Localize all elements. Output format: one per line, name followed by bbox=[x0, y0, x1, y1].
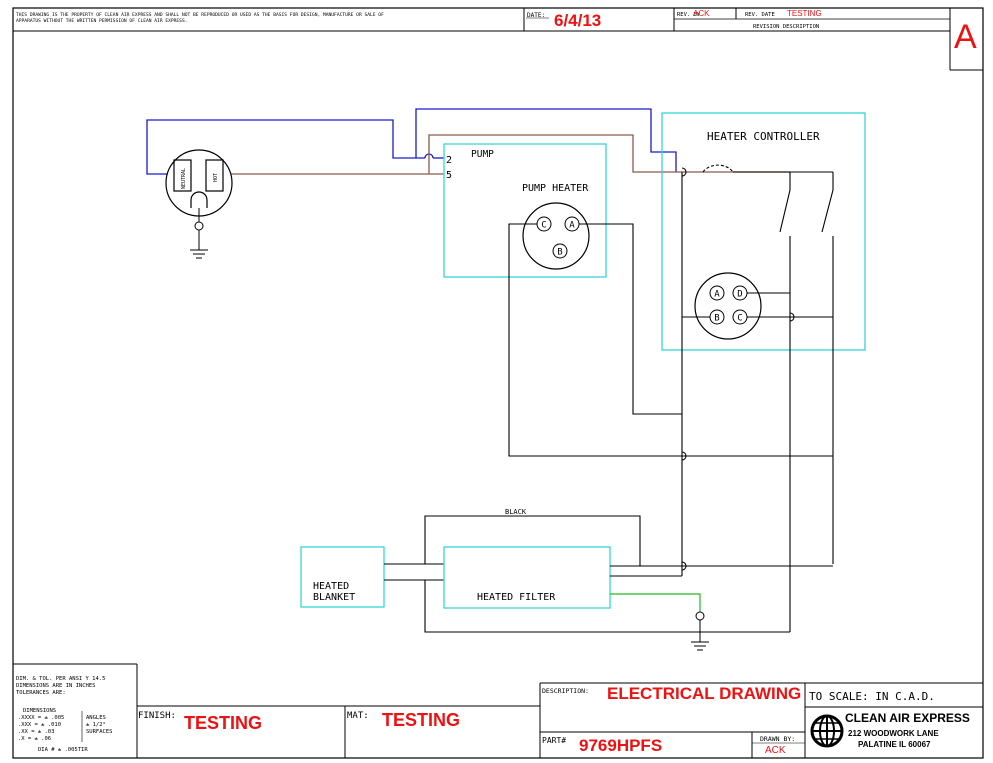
controller-switch-1 bbox=[779, 189, 791, 233]
date-label: DATE: bbox=[527, 12, 545, 19]
green-ground-wire bbox=[610, 593, 701, 612]
finish-label: FINISH: bbox=[138, 711, 176, 721]
pump-heater-wire-c bbox=[508, 223, 833, 457]
mat-label: MAT: bbox=[347, 711, 369, 721]
outlet-ground-symbol bbox=[190, 230, 208, 259]
finish-value: TESTING bbox=[184, 713, 262, 733]
heated-filter-box bbox=[443, 546, 611, 609]
company-address-line1: 212 WOODWORK LANE bbox=[848, 729, 939, 738]
pump-terminal-2: 2 bbox=[446, 155, 452, 166]
controller-connector: A D B C bbox=[694, 272, 762, 340]
angles-value: ± 1/2° bbox=[86, 722, 106, 728]
outlet-ground-slot bbox=[190, 191, 208, 208]
tolerance-line-1: DIM. & TOL. PER ANSI Y 14.5 bbox=[16, 676, 105, 682]
controller-pin-a: A bbox=[714, 290, 720, 300]
heated-blanket-label-line1: HEATED bbox=[313, 581, 349, 592]
clean-air-express-globe-logo bbox=[810, 714, 844, 748]
filter-ground-symbol bbox=[691, 620, 709, 651]
controller-switch-2 bbox=[821, 189, 834, 233]
dim-line-1: .XXXX = ± .005 bbox=[18, 715, 64, 721]
heated-blanket-box bbox=[300, 546, 385, 608]
pump-heater-wire-a bbox=[579, 223, 682, 415]
pump-heater-label: PUMP HEATER bbox=[522, 183, 589, 194]
brown-wire-to-controller bbox=[428, 134, 676, 174]
description-label: DESCRIPTION: bbox=[542, 687, 589, 695]
rev-by-value: ACK bbox=[693, 9, 710, 18]
pump-heater-pin-b: B bbox=[557, 248, 562, 258]
outlet-hot-label: HOT bbox=[213, 173, 219, 182]
company-name: CLEAN AIR EXPRESS bbox=[845, 711, 970, 725]
outlet-receptacle: NEUTRAL HOT bbox=[165, 149, 233, 217]
heated-blanket-label-line2: BLANKET bbox=[313, 592, 355, 603]
angles-label: ANGLES bbox=[86, 715, 106, 721]
tolerance-line-3: TOLERANCES ARE: bbox=[16, 690, 66, 696]
controller-sensor-arc bbox=[702, 164, 734, 173]
pump-label: PUMP bbox=[471, 149, 494, 160]
rev-by-label: REV. BY bbox=[677, 12, 701, 18]
pump-terminal-5: 5 bbox=[446, 170, 452, 181]
controller-pin-b: B bbox=[714, 314, 719, 324]
part-label: PART# bbox=[542, 736, 566, 745]
date-value: 6/4/13 bbox=[554, 11, 601, 30]
tolerance-line-2: DIMENSIONS ARE IN INCHES bbox=[16, 683, 95, 689]
surfaces-label: SURFACES bbox=[86, 729, 113, 735]
revision-letter: A bbox=[954, 18, 977, 56]
outlet-neutral-label: NEUTRAL bbox=[181, 168, 187, 189]
dim-line-2: .XXX = ± .010 bbox=[18, 722, 61, 728]
blue-wire-controller bbox=[415, 108, 677, 172]
heated-filter-label: HEATED FILTER bbox=[477, 592, 556, 603]
rev-date-label: REV. DATE bbox=[745, 12, 775, 18]
sheet-border bbox=[12, 7, 984, 759]
rev-date-value: TESTING bbox=[787, 9, 822, 18]
dimensions-label: DIMENSIONS bbox=[23, 708, 56, 714]
part-value: 9769HPFS bbox=[579, 736, 662, 755]
ownership-notice-line1: THIS DRAWING IS THE PROPERTY OF CLEAN AI… bbox=[16, 12, 384, 18]
dim-line-4: .X = ± .06 bbox=[18, 736, 51, 742]
heater-controller-box bbox=[661, 112, 866, 351]
mat-value: TESTING bbox=[382, 710, 460, 730]
description-value: ELECTRICAL DRAWING bbox=[607, 684, 801, 703]
controller-pin-c: C bbox=[737, 314, 742, 324]
scale-text: TO SCALE: IN C.A.D. bbox=[809, 690, 935, 703]
blue-wire bbox=[146, 119, 425, 175]
pump-heater-pin-a: A bbox=[569, 221, 575, 231]
pump-box bbox=[443, 143, 607, 278]
drawn-by-value: ACK bbox=[765, 745, 786, 756]
dia-line: DIA # ± .005TIR bbox=[38, 747, 88, 753]
drawn-by-label: DRAWN BY: bbox=[760, 735, 795, 743]
pump-heater-connector: C A B bbox=[522, 202, 590, 270]
heater-controller-label: HEATER CONTROLLER bbox=[707, 130, 820, 143]
pump-heater-pin-c: C bbox=[541, 221, 546, 231]
controller-pin-d: D bbox=[737, 290, 742, 300]
ownership-notice-line2: APPARATUS WITHOUT THE WRITTEN PERMISSION… bbox=[16, 18, 187, 24]
black-wire-label: BLACK bbox=[505, 508, 527, 516]
revision-description-label: REVISION DESCRIPTION bbox=[753, 24, 819, 30]
company-address-line2: PALATINE IL 60067 bbox=[858, 740, 931, 749]
dim-line-3: .XX = ± .03 bbox=[18, 729, 54, 735]
return-loop-wire bbox=[424, 580, 790, 633]
black-loop-wire bbox=[424, 515, 641, 566]
